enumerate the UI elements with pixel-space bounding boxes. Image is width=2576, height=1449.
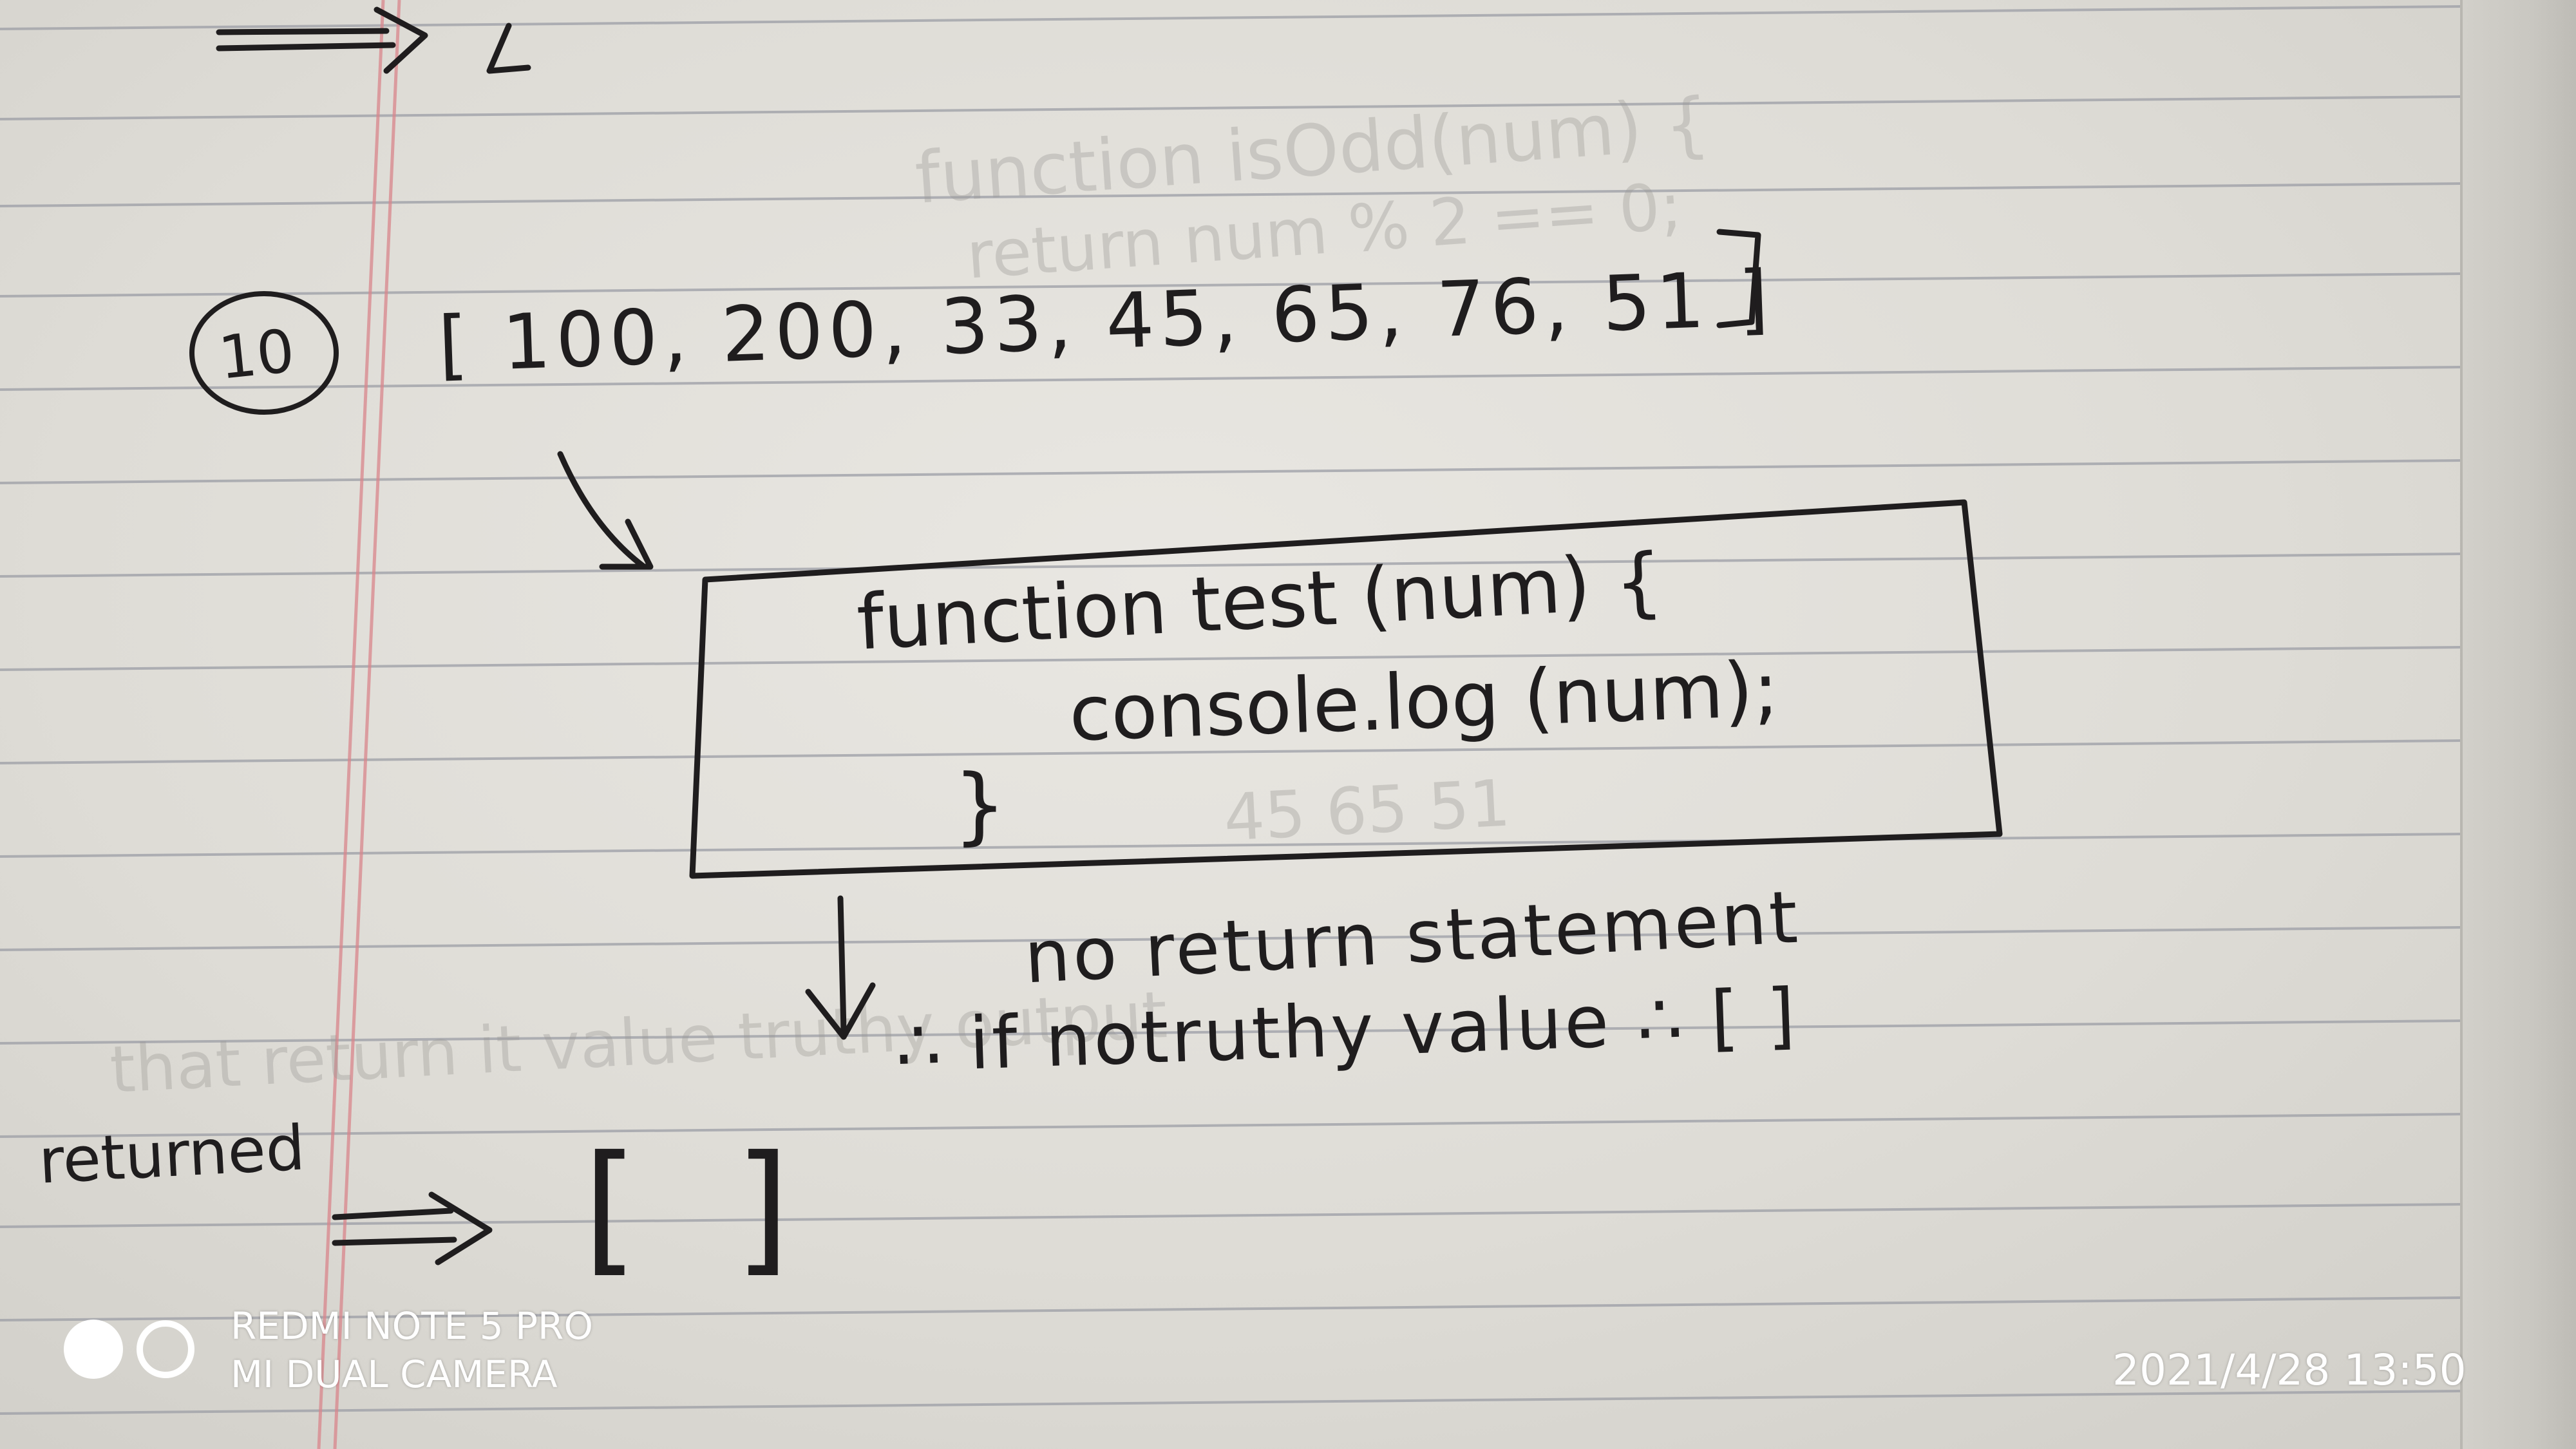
- down-arrow-head: [805, 982, 876, 1040]
- timestamp: 2021/4/28 13:50: [2112, 1345, 2467, 1395]
- code-box: [689, 499, 2003, 879]
- array-arrow: [557, 451, 647, 570]
- page-edge: [2460, 0, 2576, 1449]
- returned-arrow-line: [332, 1208, 454, 1220]
- returned-arrow-head: [428, 1191, 493, 1265]
- top-bracket: [486, 23, 531, 74]
- code-line-close: }: [953, 756, 1007, 854]
- top-arrow-head: [374, 6, 428, 74]
- returned-label: returned: [37, 1112, 307, 1198]
- array-close-bracket: [1716, 229, 1761, 328]
- top-arrow-line: [216, 42, 396, 52]
- array-arrow-head: [599, 518, 654, 570]
- margin-lines: [317, 0, 401, 1449]
- returned-arrow-line: [332, 1236, 457, 1246]
- camera-model: REDMI NOTE 5 PRO: [231, 1304, 594, 1348]
- camera-label: MI DUAL CAMERA: [231, 1352, 558, 1396]
- top-arrow-line: [216, 28, 390, 35]
- code-line-console: console.log (num);: [1067, 644, 1781, 759]
- result-empty-array: [ ]: [583, 1125, 816, 1290]
- item-number: 10: [215, 316, 298, 393]
- camera-dots-logo: [64, 1320, 194, 1379]
- down-arrow: [837, 895, 847, 1034]
- number-circle: [189, 291, 339, 415]
